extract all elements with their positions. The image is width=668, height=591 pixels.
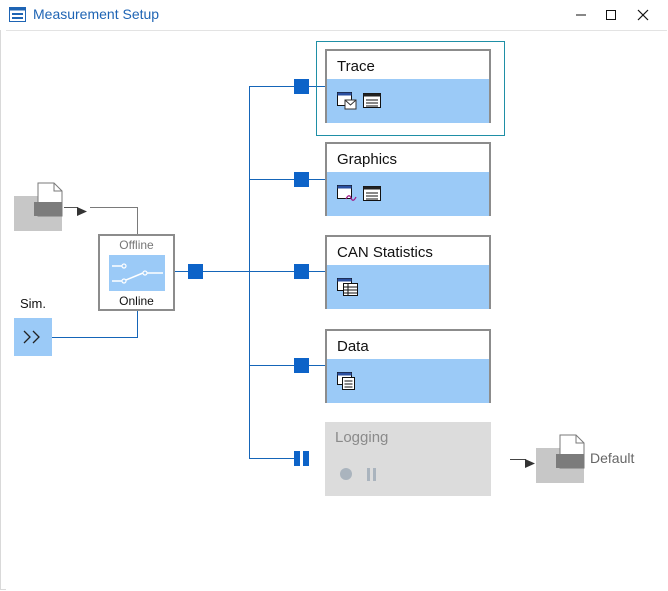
trace-branch — [249, 86, 294, 87]
logging-block[interactable]: Logging — [325, 422, 491, 496]
trace-node[interactable] — [294, 79, 309, 94]
data-branch — [249, 365, 294, 366]
statistics-branch-end — [309, 271, 325, 272]
statistics-table-icon[interactable] — [337, 278, 359, 301]
online-offline-switch[interactable]: Offline Online — [98, 234, 175, 311]
arrow-right-icon — [525, 455, 535, 473]
data-node[interactable] — [294, 358, 309, 373]
source-connector — [64, 207, 78, 208]
graphics-block[interactable]: Graphics — [325, 142, 491, 216]
sim-source-button[interactable] — [14, 318, 52, 356]
bus-trunk — [249, 86, 250, 459]
offline-connector-vertical — [137, 207, 138, 235]
data-branch-end — [309, 365, 325, 366]
trace-label: Trace — [337, 58, 375, 75]
minimize-button[interactable] — [564, 0, 598, 30]
logging-pause-node[interactable] — [294, 451, 309, 466]
graphics-branch-end — [309, 179, 325, 180]
measurement-setup-icon — [9, 7, 26, 22]
offline-connector — [90, 207, 137, 208]
list-icon[interactable] — [363, 186, 381, 206]
sim-connector — [52, 337, 137, 338]
can-statistics-block[interactable]: CAN Statistics — [325, 235, 491, 309]
logging-branch — [249, 458, 294, 459]
arrow-right-icon — [77, 203, 87, 221]
bus-connector-left — [175, 271, 188, 272]
window-title: Measurement Setup — [33, 6, 160, 22]
record-icon[interactable] — [339, 467, 353, 486]
statistics-node[interactable] — [294, 264, 309, 279]
switch-icon — [109, 255, 165, 291]
logging-output-connector — [510, 459, 526, 460]
trace-block[interactable]: Trace — [325, 49, 491, 123]
bus-node[interactable] — [188, 264, 203, 279]
bus-connector-right — [203, 271, 250, 272]
title-bar: Measurement Setup — [0, 0, 668, 30]
window-icon[interactable] — [337, 92, 357, 115]
graphics-label: Graphics — [337, 151, 398, 168]
pause-icon[interactable] — [367, 468, 377, 486]
can-statistics-label: CAN Statistics — [337, 244, 433, 261]
list-icon[interactable] — [363, 93, 381, 113]
close-button[interactable] — [626, 0, 660, 30]
offline-label: Offline — [119, 238, 154, 252]
offline-source-folder-icon[interactable] — [14, 182, 64, 237]
graphics-branch — [249, 179, 294, 180]
logging-target-label: Default — [590, 450, 635, 466]
data-label: Data — [337, 338, 369, 355]
graphics-node[interactable] — [294, 172, 309, 187]
sim-label: Sim. — [20, 296, 46, 311]
selection-outline — [316, 41, 505, 136]
online-label: Online — [119, 294, 154, 308]
graph-window-icon[interactable] — [337, 185, 357, 208]
data-window-icon[interactable] — [337, 372, 357, 395]
logging-label: Logging — [335, 429, 389, 446]
maximize-button[interactable] — [594, 0, 628, 30]
sim-connector-vertical — [137, 311, 138, 338]
trace-branch-end — [309, 86, 325, 87]
statistics-branch — [249, 271, 294, 272]
fast-forward-icon — [23, 330, 40, 344]
data-block[interactable]: Data — [325, 329, 491, 403]
logging-target-folder-icon[interactable] — [536, 434, 586, 489]
